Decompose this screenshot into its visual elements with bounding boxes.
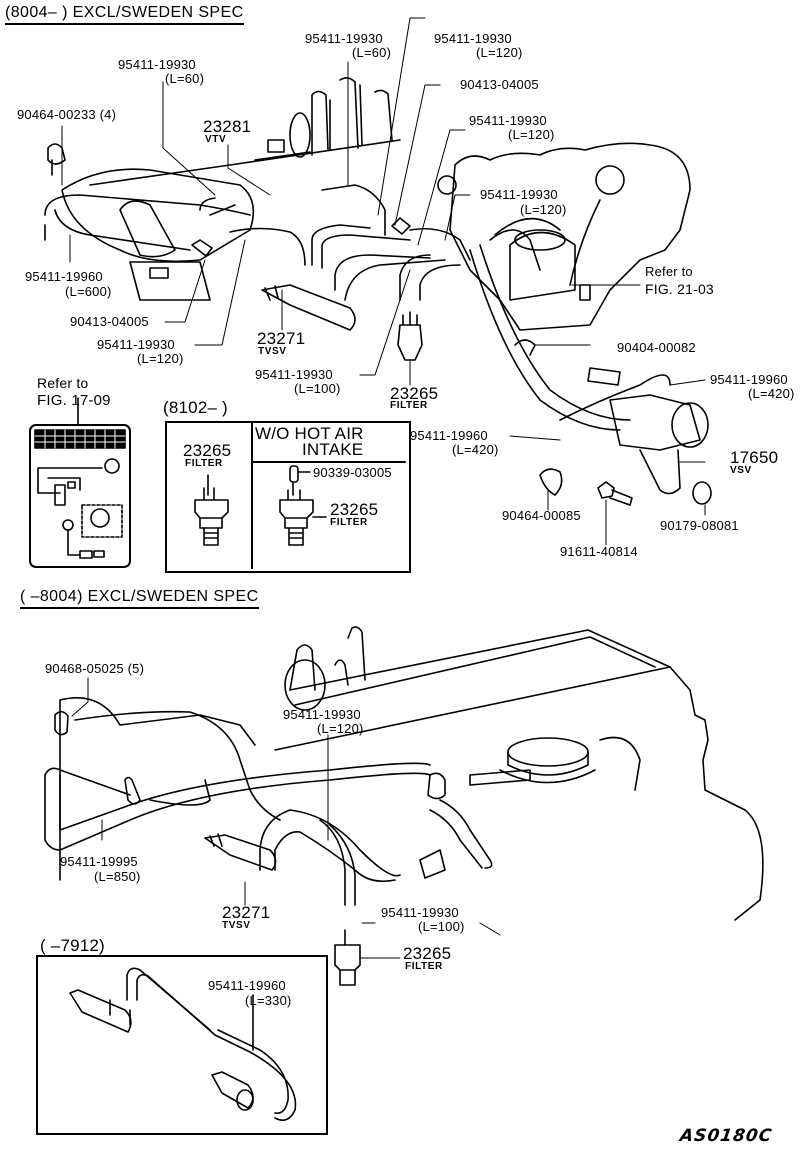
part-label-hose-d-length: (L=120)	[508, 127, 555, 142]
part-label-vtv-23281[interactable]: 23281	[203, 117, 252, 136]
part-label-filter-23265-bottom[interactable]: 23265	[403, 944, 452, 963]
part-label-hose-h-length: (L=420)	[748, 386, 795, 401]
refer-fig-21-03-line1: Refer to	[645, 264, 693, 279]
part-name-filter-bottom: FILTER	[405, 961, 443, 972]
part-label-hose-k[interactable]: 95411-19930	[381, 905, 459, 920]
inset-8102-title-line1: W/O HOT AIR	[255, 424, 364, 443]
bottom-section-header: ( –8004) EXCL/SWEDEN SPEC	[20, 588, 259, 609]
part-label-hose-h[interactable]: 95411-19960	[710, 372, 788, 387]
part-label-hose-i[interactable]: 95411-19960	[410, 428, 488, 443]
part-name-tvsv-top: TVSV	[258, 346, 287, 357]
part-label-hose-a[interactable]: 95411-19930	[118, 57, 196, 72]
drawing-reference-code: AS0180C	[678, 1126, 774, 1146]
part-label-hose-k-length: (L=100)	[418, 919, 465, 934]
part-label-hose-600-length: (L=600)	[65, 284, 112, 299]
part-label-hose-j[interactable]: 95411-19930	[283, 707, 361, 722]
inset-8102-filter-left-number[interactable]: 23265	[183, 441, 232, 460]
inset-7912-header: ( –7912)	[40, 936, 105, 955]
inset-8102-box	[165, 421, 411, 573]
part-label-cap-90339-03005[interactable]: 90339-03005	[313, 465, 392, 480]
refer-fig-17-09-line1: Refer to	[37, 375, 89, 391]
part-label-bolt-91611-40814[interactable]: 91611-40814	[560, 544, 638, 559]
part-label-clip-90468-05025[interactable]: 90468-05025 (5)	[45, 661, 145, 676]
part-label-clip-90464-00233[interactable]: 90464-00233 (4)	[17, 107, 117, 122]
part-name-tvsv-bottom: TVSV	[222, 920, 251, 931]
inset-8102-filter-right-number[interactable]: 23265	[330, 500, 379, 519]
inset-8102-filter-right-name: FILTER	[330, 517, 368, 528]
part-label-hose-c[interactable]: 95411-19930	[434, 31, 512, 46]
part-label-hose-e[interactable]: 95411-19930	[480, 187, 558, 202]
part-label-hose-330-length: (L=330)	[245, 993, 292, 1008]
bottom-leader-lines	[71, 677, 501, 959]
part-name-vtv: VTV	[205, 134, 227, 145]
part-label-tee-90413-04005-top[interactable]: 90413-04005	[460, 77, 539, 92]
part-label-hose-a-length: (L=60)	[165, 71, 205, 86]
inset-8102-header: (8102– )	[163, 398, 228, 417]
part-label-hose-b-length: (L=60)	[352, 45, 392, 60]
part-label-vsv-17650[interactable]: 17650	[730, 448, 779, 467]
part-label-hose-600[interactable]: 95411-19960	[25, 269, 103, 284]
part-label-hose-b[interactable]: 95411-19930	[305, 31, 383, 46]
part-label-hose-330[interactable]: 95411-19960	[208, 978, 286, 993]
refer-fig-21-03-link[interactable]: FIG. 21-03	[645, 281, 714, 297]
refer-fig-17-09-link[interactable]: FIG. 17-09	[37, 392, 111, 409]
fig-17-09-thumbnail	[29, 397, 131, 568]
part-label-filter-23265-top[interactable]: 23265	[390, 384, 439, 403]
part-label-hose-e-length: (L=120)	[520, 202, 567, 217]
part-label-hose-850[interactable]: 95411-19995	[60, 854, 138, 869]
top-section-header: (8004– ) EXCL/SWEDEN SPEC	[5, 4, 244, 25]
inset-8102-filter-left-name: FILTER	[185, 458, 223, 469]
part-label-tee-90413-04005-left[interactable]: 90413-04005	[70, 314, 149, 329]
part-label-nut-90179-08081[interactable]: 90179-08081	[660, 518, 739, 533]
bottom-engine-outline	[44, 626, 764, 986]
inset-7912-drawings	[69, 967, 297, 1121]
part-label-hose-g-length: (L=100)	[294, 381, 341, 396]
part-label-tvsv-23271-top[interactable]: 23271	[257, 329, 306, 348]
part-name-vsv: VSV	[730, 465, 752, 476]
part-label-hose-j-length: (L=120)	[317, 721, 364, 736]
top-leader-lines	[61, 17, 706, 546]
inset-8102-title-line2: INTAKE	[302, 440, 364, 459]
part-label-hose-f[interactable]: 95411-19930	[97, 337, 175, 352]
part-label-hose-g[interactable]: 95411-19930	[255, 367, 333, 382]
part-label-hose-850-length: (L=850)	[94, 869, 141, 884]
top-engine-outline	[44, 77, 712, 506]
inset-8102-divider	[251, 421, 253, 569]
inset-8102-drawings	[194, 461, 406, 546]
part-label-tvsv-23271-bottom[interactable]: 23271	[222, 903, 271, 922]
inset-7912-box	[36, 955, 328, 1135]
part-label-hose-d[interactable]: 95411-19930	[469, 113, 547, 128]
part-label-clip-90464-00085[interactable]: 90464-00085	[502, 508, 581, 523]
part-label-hose-i-length: (L=420)	[452, 442, 499, 457]
part-label-hose-c-length: (L=120)	[476, 45, 523, 60]
part-label-hose-f-length: (L=120)	[137, 351, 184, 366]
part-label-clamp-90404-00082[interactable]: 90404-00082	[617, 340, 696, 355]
part-name-filter-top: FILTER	[390, 400, 428, 411]
